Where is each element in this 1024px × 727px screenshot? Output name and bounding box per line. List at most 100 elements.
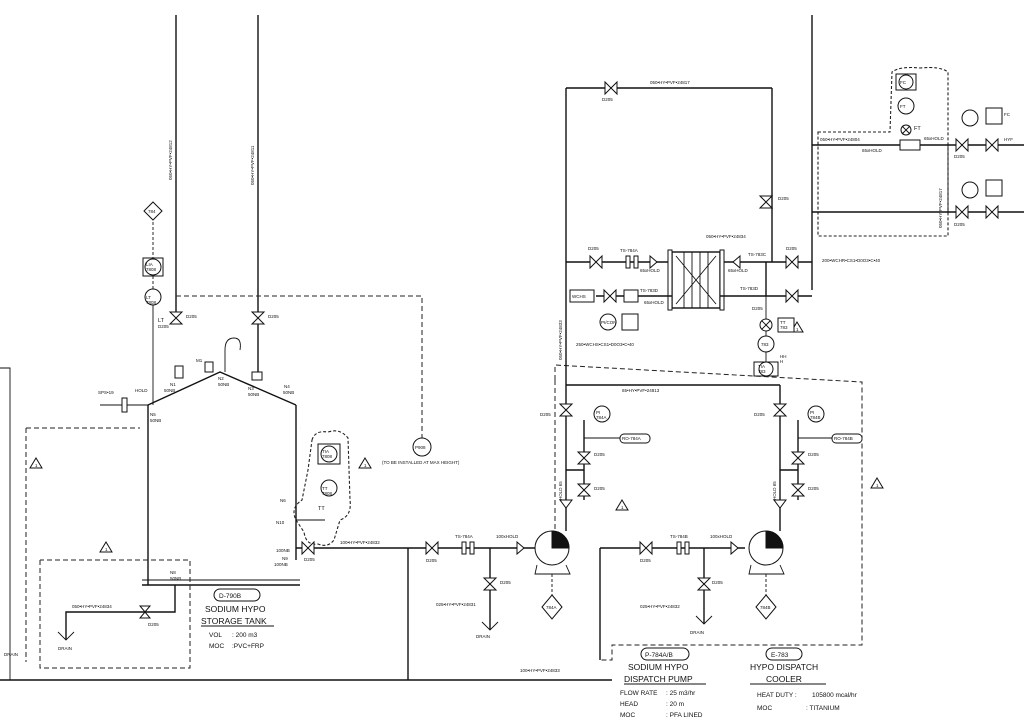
lt-letter: LT xyxy=(158,318,165,324)
pi-784a-bubble xyxy=(593,405,611,423)
drain-label-edge: DRAIN xyxy=(4,652,18,657)
storage-tank: N1 M1 N2 N3 N4 50NB 50NB 50NB 50NB N8 50… xyxy=(98,337,300,586)
drain-b-upper-valve: D205 xyxy=(808,486,819,491)
tank-vol-label: VOL xyxy=(209,632,222,639)
n4-size: 50NB xyxy=(283,390,294,395)
strainer-784b: TS-784B xyxy=(670,534,688,539)
drain-a-label: 025•HY•PVF•24831 xyxy=(436,602,476,607)
tank-name-2: STORAGE TANK xyxy=(201,616,267,626)
cooler-name-1: HYPO DISPATCH xyxy=(750,662,818,672)
pi-a-valve: D205 xyxy=(594,452,605,457)
n8-size: 50NB xyxy=(170,576,181,581)
cw-valve: D205 xyxy=(752,306,763,311)
cooler-outlet-valve: D205 xyxy=(786,246,797,251)
drain-valve-d205: D205 xyxy=(148,622,159,627)
pump-drains: D205 025•HY•PVF•24831 DRAIN D205 025•HY•… xyxy=(436,548,723,639)
n9: N9 xyxy=(282,556,288,561)
tt-letter: TT xyxy=(318,506,325,512)
pump-name-2: DISPATCH PUMP xyxy=(624,674,693,684)
right-valve-2: D205 xyxy=(954,222,965,227)
pump-title-block: P-784A/B SODIUM HYPO DISPATCH PUMP FLOW … xyxy=(620,647,706,719)
n5-size: 50NB xyxy=(150,418,161,423)
disch-a-valve: D205 xyxy=(540,412,551,417)
wchr-line-label: 200•WCHR•CS1•D0O3•C•40 xyxy=(822,258,881,263)
disch-b-valve: D205 xyxy=(754,412,765,417)
ts-784a-upper: TS-784A xyxy=(620,248,638,253)
cooler-tag: E-783 xyxy=(771,652,789,659)
n3: N3 xyxy=(248,386,254,391)
ts-783c: TS-783C xyxy=(748,252,767,257)
n10-size: 100NB xyxy=(276,548,290,553)
pump-head-value: : 20 m xyxy=(666,701,684,708)
pump-b: 784B xyxy=(748,530,785,620)
pi-b-valve: D205 xyxy=(808,452,819,457)
right-hy-line-label: 050•HY•PVF•24804 xyxy=(820,137,860,142)
drain-b-valve: D205 xyxy=(712,580,723,585)
drain-b-text: DRAIN xyxy=(690,630,704,635)
rev-marker-5: 1 xyxy=(876,483,879,488)
n3-size: 50NB xyxy=(248,392,259,397)
tank-moc-value: :PVC+FRP xyxy=(232,643,264,650)
hold-vert-b: HOLD 65 xyxy=(772,481,777,500)
p908-bubble xyxy=(412,437,432,457)
rev-marker-3: 1 xyxy=(364,463,367,468)
n4: N4 xyxy=(284,384,290,389)
hold-65-upper: 65xHOLD xyxy=(640,268,661,273)
p908-text: P908 xyxy=(415,445,426,450)
wchs-line-label: 250•WCHS•CS1•D0O3•C•40 xyxy=(576,342,634,347)
hold-65-right: 65xHOLD xyxy=(728,268,749,273)
pump-moc-label: MOC xyxy=(620,712,635,719)
tank-moc-label: MOC xyxy=(209,643,224,650)
pump-discharge: 65•HY•PVF•24813 HOLD 65 HOLD 65 D205 D20… xyxy=(540,384,863,531)
sample-point-label: SPS•19 xyxy=(98,390,114,395)
ft-letter-right: FT xyxy=(914,126,921,132)
line-label-24812: 050•HY•PVF•24812 xyxy=(168,140,173,180)
n2-size: 50NB xyxy=(218,382,229,387)
n9-size: 100NB xyxy=(274,562,288,567)
cooler-moc-label: MOC xyxy=(757,705,772,712)
pump-b-suction-valve: D205 xyxy=(640,558,651,563)
vert-mid-line-label: 050•HY•PVF•24833 xyxy=(558,320,563,360)
cooler-title-block: E-783 HYPO DISPATCH COOLER HEAT DUTY : 1… xyxy=(750,647,858,712)
drain-b-label: 025•HY•PVF•24832 xyxy=(640,604,680,609)
right-vert-line-label: 050•HY•PVF•24817 xyxy=(938,188,943,228)
right-flow-control: 050•HY•PVF•24804 HYF 050•HY•PVF•24817 FC… xyxy=(812,66,1024,237)
line-label-24811: 050•HY•PVF•24811 xyxy=(250,145,255,185)
rev-marker-6: 1 xyxy=(796,327,799,332)
drain-a-upper-valve: D205 xyxy=(594,486,605,491)
diamond-784b xyxy=(755,594,777,620)
ts-783d-right: TS-783D xyxy=(740,286,759,291)
rev-marker-1: 1 xyxy=(35,463,38,468)
hold-100-b: 100xHOLD xyxy=(710,534,733,539)
pi-cond-text: PI/CON xyxy=(601,320,617,325)
valve-d205-b: D205 xyxy=(268,314,279,319)
pump-a-suction-valve: D205 xyxy=(426,558,437,563)
pump-flow-label: FLOW RATE xyxy=(620,690,658,697)
hold-100-a: 100xHOLD xyxy=(496,534,519,539)
vent-valve: D205 xyxy=(778,196,789,201)
pump-head-label: HEAD xyxy=(620,701,638,708)
mid-line-label: 050•HY•PVF•24834 xyxy=(706,234,746,239)
ts-783d: TS-783D xyxy=(640,288,659,293)
drain-a-text: DRAIN xyxy=(476,634,490,639)
hyf-label: HYF xyxy=(1004,137,1013,142)
fc-text: FC xyxy=(900,80,907,85)
diamond-784a xyxy=(541,594,563,620)
rev-marker-4: 1 xyxy=(621,505,624,510)
lt-d205: D205 xyxy=(158,324,169,329)
tank-outlet-valve: D205 xyxy=(304,557,315,562)
pump-suction-lines: 100•HY•PVF•24832 D205 D205 TS-784A 100xH… xyxy=(296,534,745,680)
pump-tag: P-784A/B xyxy=(645,652,673,659)
install-note: (TO BE INSTALLED AT MAX HEIGHT) xyxy=(382,460,460,465)
tank-vol-value: : 200 m3 xyxy=(232,632,258,639)
m1: M1 xyxy=(196,358,203,363)
sp-hold: HOLD xyxy=(135,388,148,393)
inlet-lines: 050•HY•PVF•24812 050•HY•PVF•24811 xyxy=(168,15,813,380)
